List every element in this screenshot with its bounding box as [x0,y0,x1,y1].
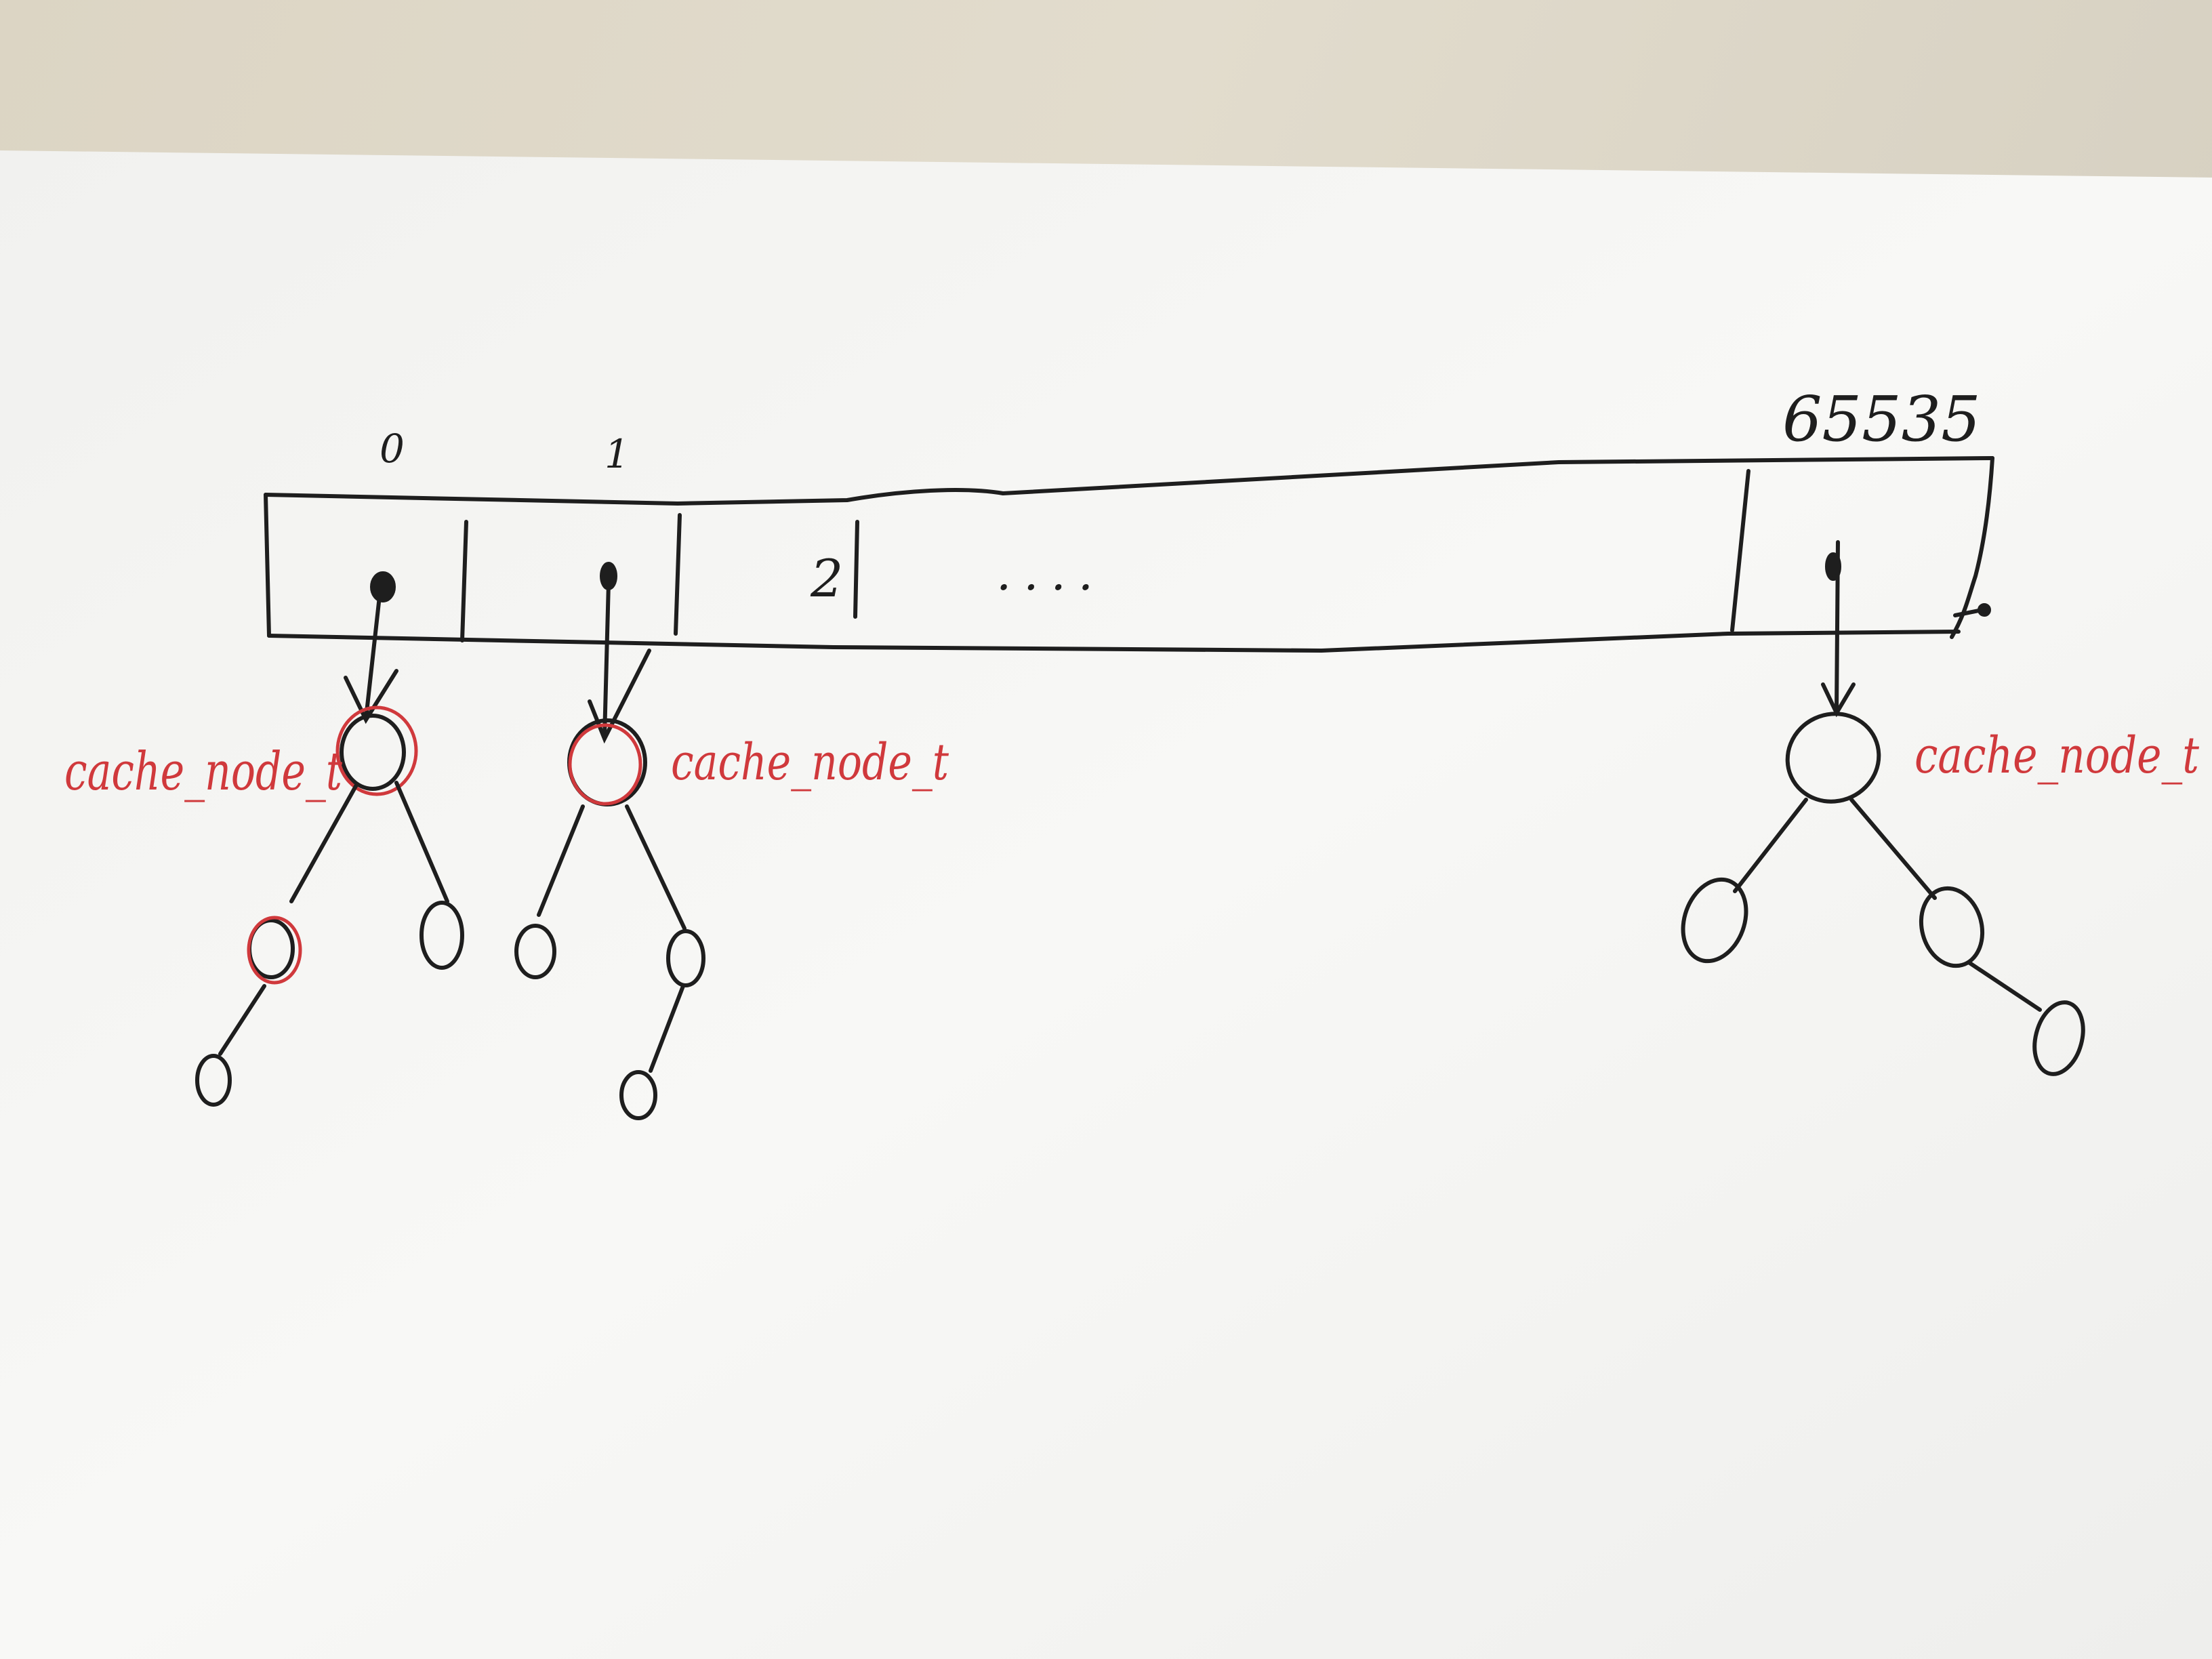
array-bottom-edge [267,630,1961,653]
paper-sheet [0,150,2212,1659]
tree-last-leaf-node [2032,1000,2085,1076]
tree-1-left-node [514,924,556,979]
index-labels: 0 1 2 .... 65535 [380,383,1981,609]
node-label-last: cache_node_t [1914,726,2199,785]
tree-1-edge-right [625,804,687,930]
tree-0-left-highlight [247,916,302,985]
tree-0-root-highlight [335,705,418,796]
index-label-0: 0 [380,426,405,472]
tree-1 [514,718,705,1120]
tree-last-edge-left [1733,798,1808,893]
tree-1-edge-left [537,804,585,917]
tree-0-root-node [340,714,406,791]
index-label-65535: 65535 [1782,383,1981,455]
tree-1-edge-right-child [649,984,685,1073]
tree-last-root-node [1785,712,1881,804]
node-label-1: cache_node_t [671,733,949,792]
tree-0-right-node [419,901,464,970]
tree-0-edge-left [289,784,358,903]
tree-1-leaf-node [619,1070,657,1120]
index-label-2: 2 [810,548,843,609]
node-labels: cache_node_t cache_node_t cache_node_t [64,726,2199,802]
tree-0-leaf-node [195,1054,232,1107]
pointer-arrow-1 [602,581,611,739]
tree-last-right-node [1919,886,1985,968]
pointer-origin-0 [370,571,396,602]
index-label-1: 1 [605,431,630,477]
divider-last [1730,469,1750,632]
pointers [344,540,1991,744]
pointer-arrow-last [1835,540,1840,714]
array-left-edge [264,493,271,638]
tree-last-edge-right [1849,798,1937,900]
tree-1-right-node [666,929,705,987]
tree-0-edge-right [394,781,449,903]
bucket-array [264,456,1994,653]
node-label-0: cache_node_t [64,741,342,802]
tree-0-edge-left-child [218,984,266,1056]
divider-1-2 [674,513,682,636]
tree-1-root-highlight [568,723,642,806]
pointer-arrow-0 [364,594,382,720]
tree-0 [195,705,464,1107]
divider-2-dots [853,520,859,619]
array-top-edge [264,456,1994,506]
ellipsis: .... [996,546,1105,601]
tree-last-edge-right-child [1967,960,2042,1012]
tree-last-left-node [1681,877,1748,964]
tree-last [1681,712,2085,1076]
divider-0-1 [460,520,468,642]
